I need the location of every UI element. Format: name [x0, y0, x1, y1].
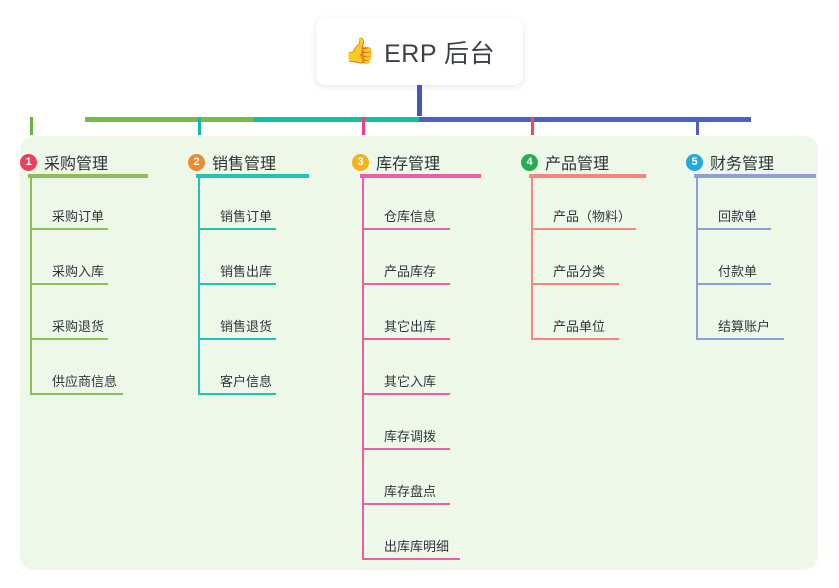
- branch-leaf-rule: [531, 338, 619, 340]
- branch-leaf-label: 销售出库: [220, 264, 273, 279]
- branch-leaf-label: 其它入库: [384, 374, 437, 389]
- branch-leaf-label: 库存调拨: [384, 429, 437, 444]
- bus-segment-green: [85, 117, 253, 122]
- root-node-card[interactable]: 👍 ERP 后台: [316, 18, 523, 85]
- branch-drop-connector-1: [30, 117, 33, 135]
- branch-index-badge: 5: [686, 153, 703, 171]
- branch-leaf-rule: [30, 228, 108, 230]
- branch-leaf-label: 结算账户: [718, 319, 771, 334]
- branch-drop-connector-4: [531, 117, 534, 135]
- branch-leaf-label: 回款单: [718, 209, 758, 224]
- branch-leaf-rule: [30, 283, 108, 285]
- branch-leaf-rule: [198, 228, 276, 230]
- branch-spine-5: [696, 178, 698, 338]
- branch-leaf-label: 付款单: [718, 264, 758, 279]
- root-connector-stem: [417, 85, 422, 116]
- branch-index-badge: 4: [521, 153, 538, 171]
- branch-leaf-rule: [362, 393, 450, 395]
- branch-header-4[interactable]: 4 产品管理: [521, 150, 609, 174]
- branch-leaf-rule: [696, 338, 784, 340]
- branch-spine-1: [30, 178, 32, 393]
- branch-index-badge: 2: [188, 153, 205, 171]
- branch-header-label: 产品管理: [545, 156, 610, 173]
- branch-leaf-rule: [696, 283, 771, 285]
- branch-header-2[interactable]: 2 销售管理: [188, 150, 276, 174]
- branch-leaf-rule: [696, 228, 771, 230]
- branch-leaf-rule: [362, 558, 460, 560]
- branch-header-label: 库存管理: [376, 156, 441, 173]
- branch-leaf-rule: [531, 228, 636, 230]
- branch-header-rule-4: [529, 174, 646, 178]
- branch-index-badge: 1: [20, 153, 37, 171]
- branch-header-5[interactable]: 5 财务管理: [686, 150, 774, 174]
- branch-leaf-rule: [362, 503, 450, 505]
- branch-leaf-label: 仓库信息: [384, 209, 437, 224]
- branch-header-rule-3: [360, 174, 481, 178]
- branch-leaf-label: 销售订单: [220, 209, 273, 224]
- branch-leaf-rule: [30, 338, 108, 340]
- branch-leaf-label: 产品分类: [553, 264, 606, 279]
- branch-index-badge: 3: [352, 153, 369, 171]
- branch-leaf-label: 客户信息: [220, 374, 273, 389]
- branch-leaf-label: 供应商信息: [52, 374, 118, 389]
- bus-segment-indigo: [419, 117, 751, 122]
- branch-header-1[interactable]: 1 采购管理: [20, 150, 108, 174]
- branch-header-rule-1: [28, 174, 148, 178]
- branch-leaf-rule: [362, 338, 450, 340]
- branch-header-label: 销售管理: [212, 156, 277, 173]
- branch-leaf-label: 出库库明细: [384, 539, 450, 554]
- branch-leaf-label: 产品单位: [553, 319, 606, 334]
- branch-drop-connector-2: [198, 117, 201, 135]
- branch-spine-4: [531, 178, 533, 338]
- branch-leaf-label: 库存盘点: [384, 484, 437, 499]
- branch-leaf-rule: [198, 338, 276, 340]
- branch-spine-2: [198, 178, 200, 393]
- branch-drop-connector-5: [696, 117, 699, 135]
- branch-header-rule-5: [694, 174, 816, 178]
- branch-leaf-rule: [362, 228, 450, 230]
- branch-header-label: 财务管理: [710, 156, 775, 173]
- branch-leaf-label: 采购退货: [52, 319, 105, 334]
- branch-drop-connector-3: [362, 117, 365, 135]
- thumbs-up-emoji: 👍: [343, 37, 376, 65]
- branch-leaf-rule: [362, 448, 450, 450]
- branch-leaf-label: 产品（物料）: [553, 209, 632, 224]
- branch-leaf-rule: [198, 393, 276, 395]
- branch-header-label: 采购管理: [44, 156, 109, 173]
- bus-segment-teal: [253, 117, 419, 122]
- branch-leaf-rule: [362, 283, 450, 285]
- branches-panel: [20, 136, 818, 570]
- branch-leaf-label: 销售退货: [220, 319, 273, 334]
- branch-leaf-rule: [531, 283, 619, 285]
- branch-leaf-label: 采购订单: [52, 209, 105, 224]
- branch-spine-3: [362, 178, 364, 558]
- branch-leaf-label: 其它出库: [384, 319, 437, 334]
- branch-leaf-label: 采购入库: [52, 264, 105, 279]
- branch-leaf-rule: [30, 393, 123, 395]
- branch-leaf-label: 产品库存: [384, 264, 437, 279]
- branch-header-rule-2: [196, 174, 309, 178]
- branch-leaf-rule: [198, 283, 276, 285]
- branch-header-3[interactable]: 3 库存管理: [352, 150, 440, 174]
- root-node-title: ERP 后台: [384, 39, 496, 68]
